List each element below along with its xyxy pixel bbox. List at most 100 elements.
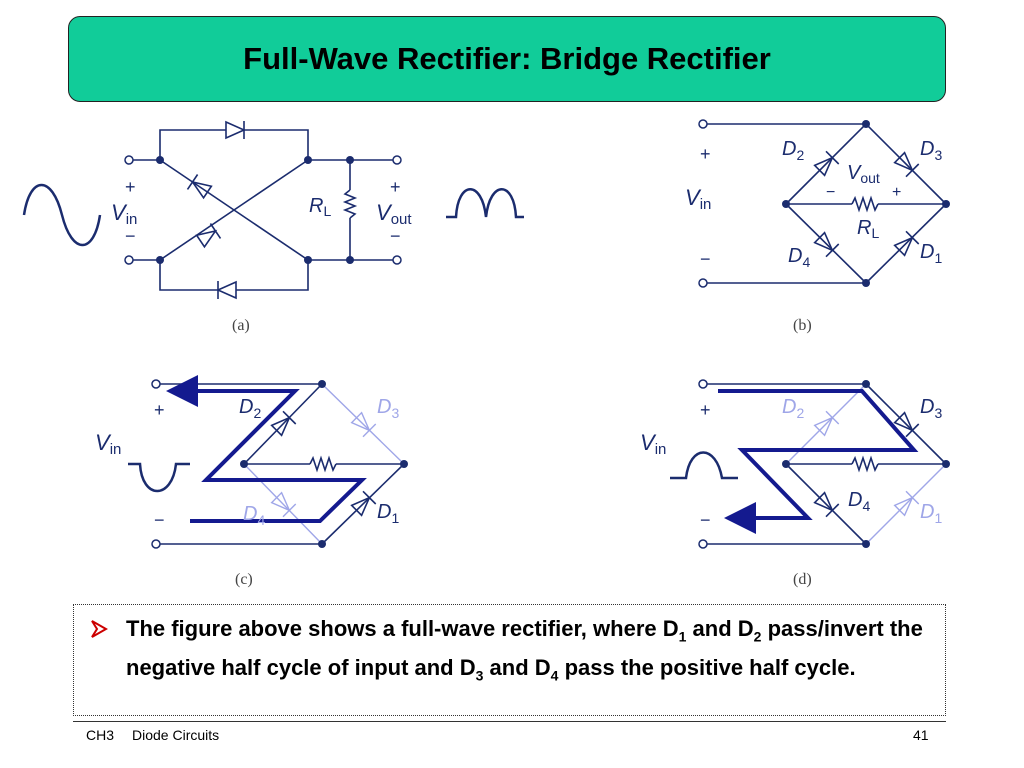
fig-b-d4: D <box>788 245 802 267</box>
fig-d-d4: D <box>848 489 862 511</box>
figure-a-circuit <box>22 129 393 291</box>
diode-d-d4 <box>813 491 840 518</box>
svg-text:D1: D1 <box>920 501 942 526</box>
figure-b-circuit <box>707 123 947 284</box>
svg-text:D4: D4 <box>848 489 870 514</box>
svg-text:D4: D4 <box>788 245 810 270</box>
fig-b-minus: − <box>700 249 711 269</box>
diode-b-d4 <box>813 231 840 258</box>
svg-text:Vout: Vout <box>376 200 412 228</box>
figure-c-circuit <box>160 383 405 545</box>
fig-b-d1-sub: 1 <box>934 250 942 266</box>
figure-c-nodes <box>240 380 408 548</box>
diode-a-upper-diagonal <box>186 174 213 200</box>
figure-a-terminals <box>124 155 402 265</box>
fig-d-plus: + <box>700 400 711 420</box>
fig-c-plus: + <box>154 400 165 420</box>
fig-a-vin-sub: in <box>126 211 138 228</box>
fig-c-d2-sub: 2 <box>253 405 261 421</box>
fig-d-d4-sub: 4 <box>862 498 870 514</box>
diode-a-bottom <box>216 280 237 300</box>
fig-a-rl: R <box>309 195 323 217</box>
svg-text:D2: D2 <box>782 396 804 421</box>
figure-d-circuit <box>707 383 947 545</box>
fig-b-vout: V <box>847 162 862 184</box>
fig-d-d2-sub: 2 <box>796 405 804 421</box>
description-text: The figure above shows a full-wave recti… <box>126 616 923 684</box>
svg-text:D3: D3 <box>920 396 942 421</box>
svg-text:D1: D1 <box>920 241 942 266</box>
footer-divider <box>73 721 946 722</box>
diode-d-d1 <box>893 490 920 517</box>
svg-text:RL: RL <box>857 217 879 241</box>
caption-c: (c) <box>235 571 253 588</box>
svg-text:D3: D3 <box>377 396 399 421</box>
page-number: 41 <box>913 727 929 743</box>
fig-c-d4-sub: 4 <box>257 512 265 528</box>
svg-text:Vin: Vin <box>685 185 711 213</box>
fig-b-d3: D <box>920 138 934 160</box>
figure-d-current-path <box>718 389 919 534</box>
fig-c-vin-sub: in <box>110 441 122 458</box>
diode-a-top <box>225 120 246 140</box>
diode-c-d4 <box>270 491 297 518</box>
fig-c-vin: V <box>95 430 112 455</box>
fig-d-vin: V <box>640 430 657 455</box>
fig-b-vout-minus: − <box>826 184 835 201</box>
svg-text:D3: D3 <box>920 138 942 163</box>
diode-b-d1 <box>893 230 920 257</box>
figure-c-inactive-path <box>243 383 405 545</box>
fig-c-minus: − <box>154 510 165 530</box>
caption-d: (d) <box>793 571 812 588</box>
diode-d-d3 <box>893 411 920 438</box>
diode-a-lower-diagonal <box>195 223 222 249</box>
fig-b-vout-plus: + <box>892 184 901 201</box>
fig-a-vout: V <box>376 200 393 225</box>
fig-b-vin: V <box>685 185 702 210</box>
caption-a: (a) <box>232 317 250 334</box>
input-negative-half-wave <box>128 462 190 493</box>
fig-b-d4-sub: 4 <box>802 254 810 270</box>
fig-b-d1: D <box>920 241 934 263</box>
fig-b-d3-sub: 3 <box>934 147 942 163</box>
fig-b-rl: R <box>857 217 871 239</box>
fig-b-plus: + <box>700 144 711 164</box>
fig-d-d2: D <box>782 396 796 418</box>
title-banner: Full-Wave Rectifier: Bridge Rectifier <box>68 16 946 102</box>
svg-text:Vout: Vout <box>847 162 880 186</box>
description-box: The figure above shows a full-wave recti… <box>73 604 946 716</box>
figure-c-terminals <box>151 379 161 549</box>
fig-a-minus-out: − <box>390 226 401 246</box>
diode-c-d2 <box>270 410 297 437</box>
caption-b: (b) <box>793 317 812 334</box>
fig-d-vin-sub: in <box>655 441 667 458</box>
svg-text:D4: D4 <box>243 503 265 528</box>
fig-d-d1-sub: 1 <box>934 510 942 526</box>
fig-d-d1: D <box>920 501 934 523</box>
svg-text:Vin: Vin <box>640 430 666 458</box>
footer-chapter: CH3 <box>86 727 115 743</box>
figure-c-current-path <box>166 375 367 523</box>
fig-c-d1: D <box>377 501 391 523</box>
figure-b-terminals <box>698 119 708 288</box>
diode-b-d2 <box>813 150 840 177</box>
fig-c-d3-sub: 3 <box>391 405 399 421</box>
fig-c-d4: D <box>243 503 257 525</box>
svg-text:Vin: Vin <box>111 200 137 228</box>
figure-d-nodes <box>782 380 950 548</box>
fig-a-rl-sub: L <box>323 203 331 219</box>
fig-d-d3: D <box>920 396 934 418</box>
fig-c-d3: D <box>377 396 391 418</box>
fig-b-vin-sub: in <box>700 196 712 213</box>
input-sine-wave <box>22 183 102 247</box>
input-positive-half-wave <box>670 451 738 480</box>
fig-d-minus: − <box>700 510 711 530</box>
fig-a-plus-in: + <box>125 177 136 197</box>
fig-b-vout-sub: out <box>860 170 880 186</box>
fig-a-vout-sub: out <box>391 211 413 228</box>
fig-b-d2: D <box>782 138 796 160</box>
fig-a-plus-out: + <box>390 177 401 197</box>
arrow-bullet-icon <box>91 620 108 638</box>
svg-text:D2: D2 <box>239 396 261 421</box>
